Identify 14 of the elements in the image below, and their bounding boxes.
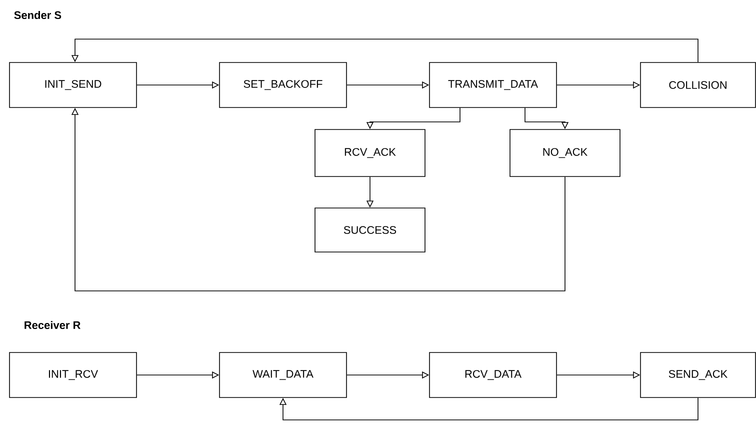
state-box: SET_BACKOFF (219, 62, 347, 108)
state-box: NO_ACK (510, 129, 620, 177)
arrow (279, 398, 698, 420)
state-box: RCV_ACK (314, 129, 426, 177)
group-heading: Sender S (14, 10, 62, 20)
state-box: SEND_ACK (640, 352, 756, 398)
group-heading: Receiver R (24, 320, 80, 330)
state-box: INIT_SEND (9, 62, 137, 108)
state-box: COLLISION (640, 62, 756, 108)
state-box: SUCCESS (314, 208, 426, 252)
state-box: RCV_DATA (429, 352, 557, 398)
state-box: TRANSMIT_DATA (429, 62, 557, 108)
state-box: INIT_RCV (9, 352, 137, 398)
state-box: WAIT_DATA (219, 352, 347, 398)
